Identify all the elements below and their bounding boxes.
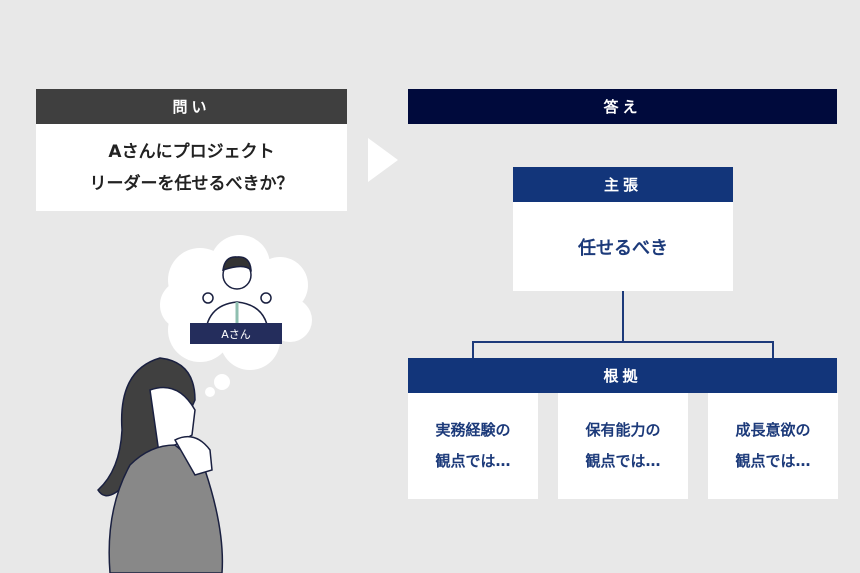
thinking-woman-illustration: Aさん [97, 235, 312, 573]
ground-line-2: 観点では… [435, 452, 511, 470]
ground-item: 保有能力の 観点では… [558, 393, 688, 499]
claim-box: 任せるべき [513, 202, 733, 291]
question-line-1: Aさんにプロジェクト [108, 141, 275, 162]
ground-item: 実務経験の 観点では… [408, 393, 538, 499]
claim-header: 主張 [513, 167, 733, 202]
ground-line-1: 成長意欲の [735, 421, 811, 439]
connector-horizontal [472, 341, 774, 343]
ground-line-2: 観点では… [585, 452, 661, 470]
connector-vertical [622, 291, 624, 343]
ground-line-1: 実務経験の [435, 421, 511, 439]
question-line-2: リーダーを任せるべきか？ [89, 173, 294, 194]
answer-header: 答え [408, 89, 837, 124]
name-tag-label: Aさん [221, 328, 251, 341]
grounds-header: 根拠 [408, 358, 837, 393]
connector-right [772, 341, 774, 358]
claim-text: 任せるべき [578, 237, 668, 259]
question-header: 問い [36, 89, 347, 124]
woman-figure [97, 357, 224, 573]
ground-item: 成長意欲の 観点では… [708, 393, 838, 499]
question-box: Aさんにプロジェクト リーダーを任せるべきか？ [36, 124, 347, 211]
arrow-right-icon [368, 138, 398, 182]
ground-line-1: 保有能力の [585, 421, 661, 439]
name-tag [190, 323, 282, 344]
ground-line-2: 観点では… [735, 452, 811, 470]
connector-left [472, 341, 474, 358]
